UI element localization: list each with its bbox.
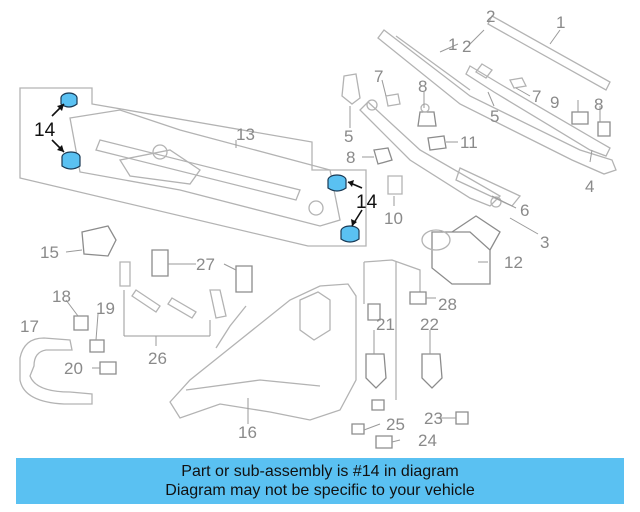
callout-13: 13: [236, 125, 255, 144]
callout-7: 7: [374, 67, 383, 86]
callout-16: 16: [238, 423, 257, 442]
callout-14-left: 14: [34, 120, 56, 141]
callout-1-secondary: 1: [448, 35, 457, 54]
parts-diagram: 1 1 2 2 3 4 5 5 6 7 7 8 8 8 9 10 11 12 1…: [19, 7, 617, 450]
hoses-and-nozzles: [19, 225, 469, 449]
callout-18: 18: [52, 287, 71, 306]
callout-15: 15: [40, 243, 59, 262]
callout-1: 1: [556, 13, 565, 32]
callout-21: 21: [376, 315, 395, 334]
callout-8-secondary: 8: [346, 148, 355, 167]
bushing-top-right: [327, 174, 347, 192]
callout-11: 11: [460, 133, 478, 152]
highlighted-leaders-14: [51, 103, 363, 227]
callout-26: 26: [148, 349, 167, 368]
callout-25: 25: [386, 415, 405, 434]
callout-22: 22: [420, 315, 439, 334]
banner-line-disclaimer: Diagram may not be specific to your vehi…: [165, 482, 475, 499]
callout-2-secondary: 2: [486, 7, 495, 26]
callout-27: 27: [196, 255, 215, 274]
wiper-frame-assembly: [19, 87, 367, 247]
leader-lines: [65, 29, 601, 443]
callout-8: 8: [418, 77, 427, 96]
callout-7-secondary: 7: [532, 87, 541, 106]
banner-line-part: Part or sub-assembly is #14 in diagram: [181, 463, 459, 480]
callout-12: 12: [504, 253, 523, 272]
wiper-arm-2: [465, 63, 611, 157]
bushing-lower-left: [61, 151, 81, 170]
callout-24: 24: [418, 431, 437, 450]
callout-19: 19: [96, 299, 115, 318]
washer-reservoir: [169, 283, 357, 421]
callout-5-secondary: 5: [490, 107, 499, 126]
callout-14-right: 14: [356, 192, 378, 213]
callout-4: 4: [585, 177, 594, 196]
callout-8-tertiary: 8: [594, 95, 603, 114]
callout-9: 9: [550, 93, 559, 112]
info-banner: Part or sub-assembly is #14 in diagram D…: [16, 458, 624, 504]
callout-20: 20: [64, 359, 83, 378]
callout-labels: 1 1 2 2 3 4 5 5 6 7 7 8 8 8 9 10 11 12 1…: [20, 7, 603, 450]
callout-23: 23: [424, 409, 443, 428]
highlighted-bushings-14: [60, 92, 360, 243]
callout-6: 6: [520, 201, 529, 220]
callout-5: 5: [344, 127, 353, 146]
callout-28: 28: [438, 295, 457, 314]
callout-3: 3: [540, 233, 549, 252]
callout-10: 10: [384, 209, 403, 228]
callout-2: 2: [462, 37, 471, 56]
bushing-lower-right: [340, 225, 360, 243]
bushing-top-left: [60, 92, 78, 108]
callout-17: 17: [20, 317, 39, 336]
small-parts-top-right: [341, 73, 611, 195]
wiper-arm-1: [377, 15, 617, 175]
wiper-motor: [421, 215, 501, 285]
